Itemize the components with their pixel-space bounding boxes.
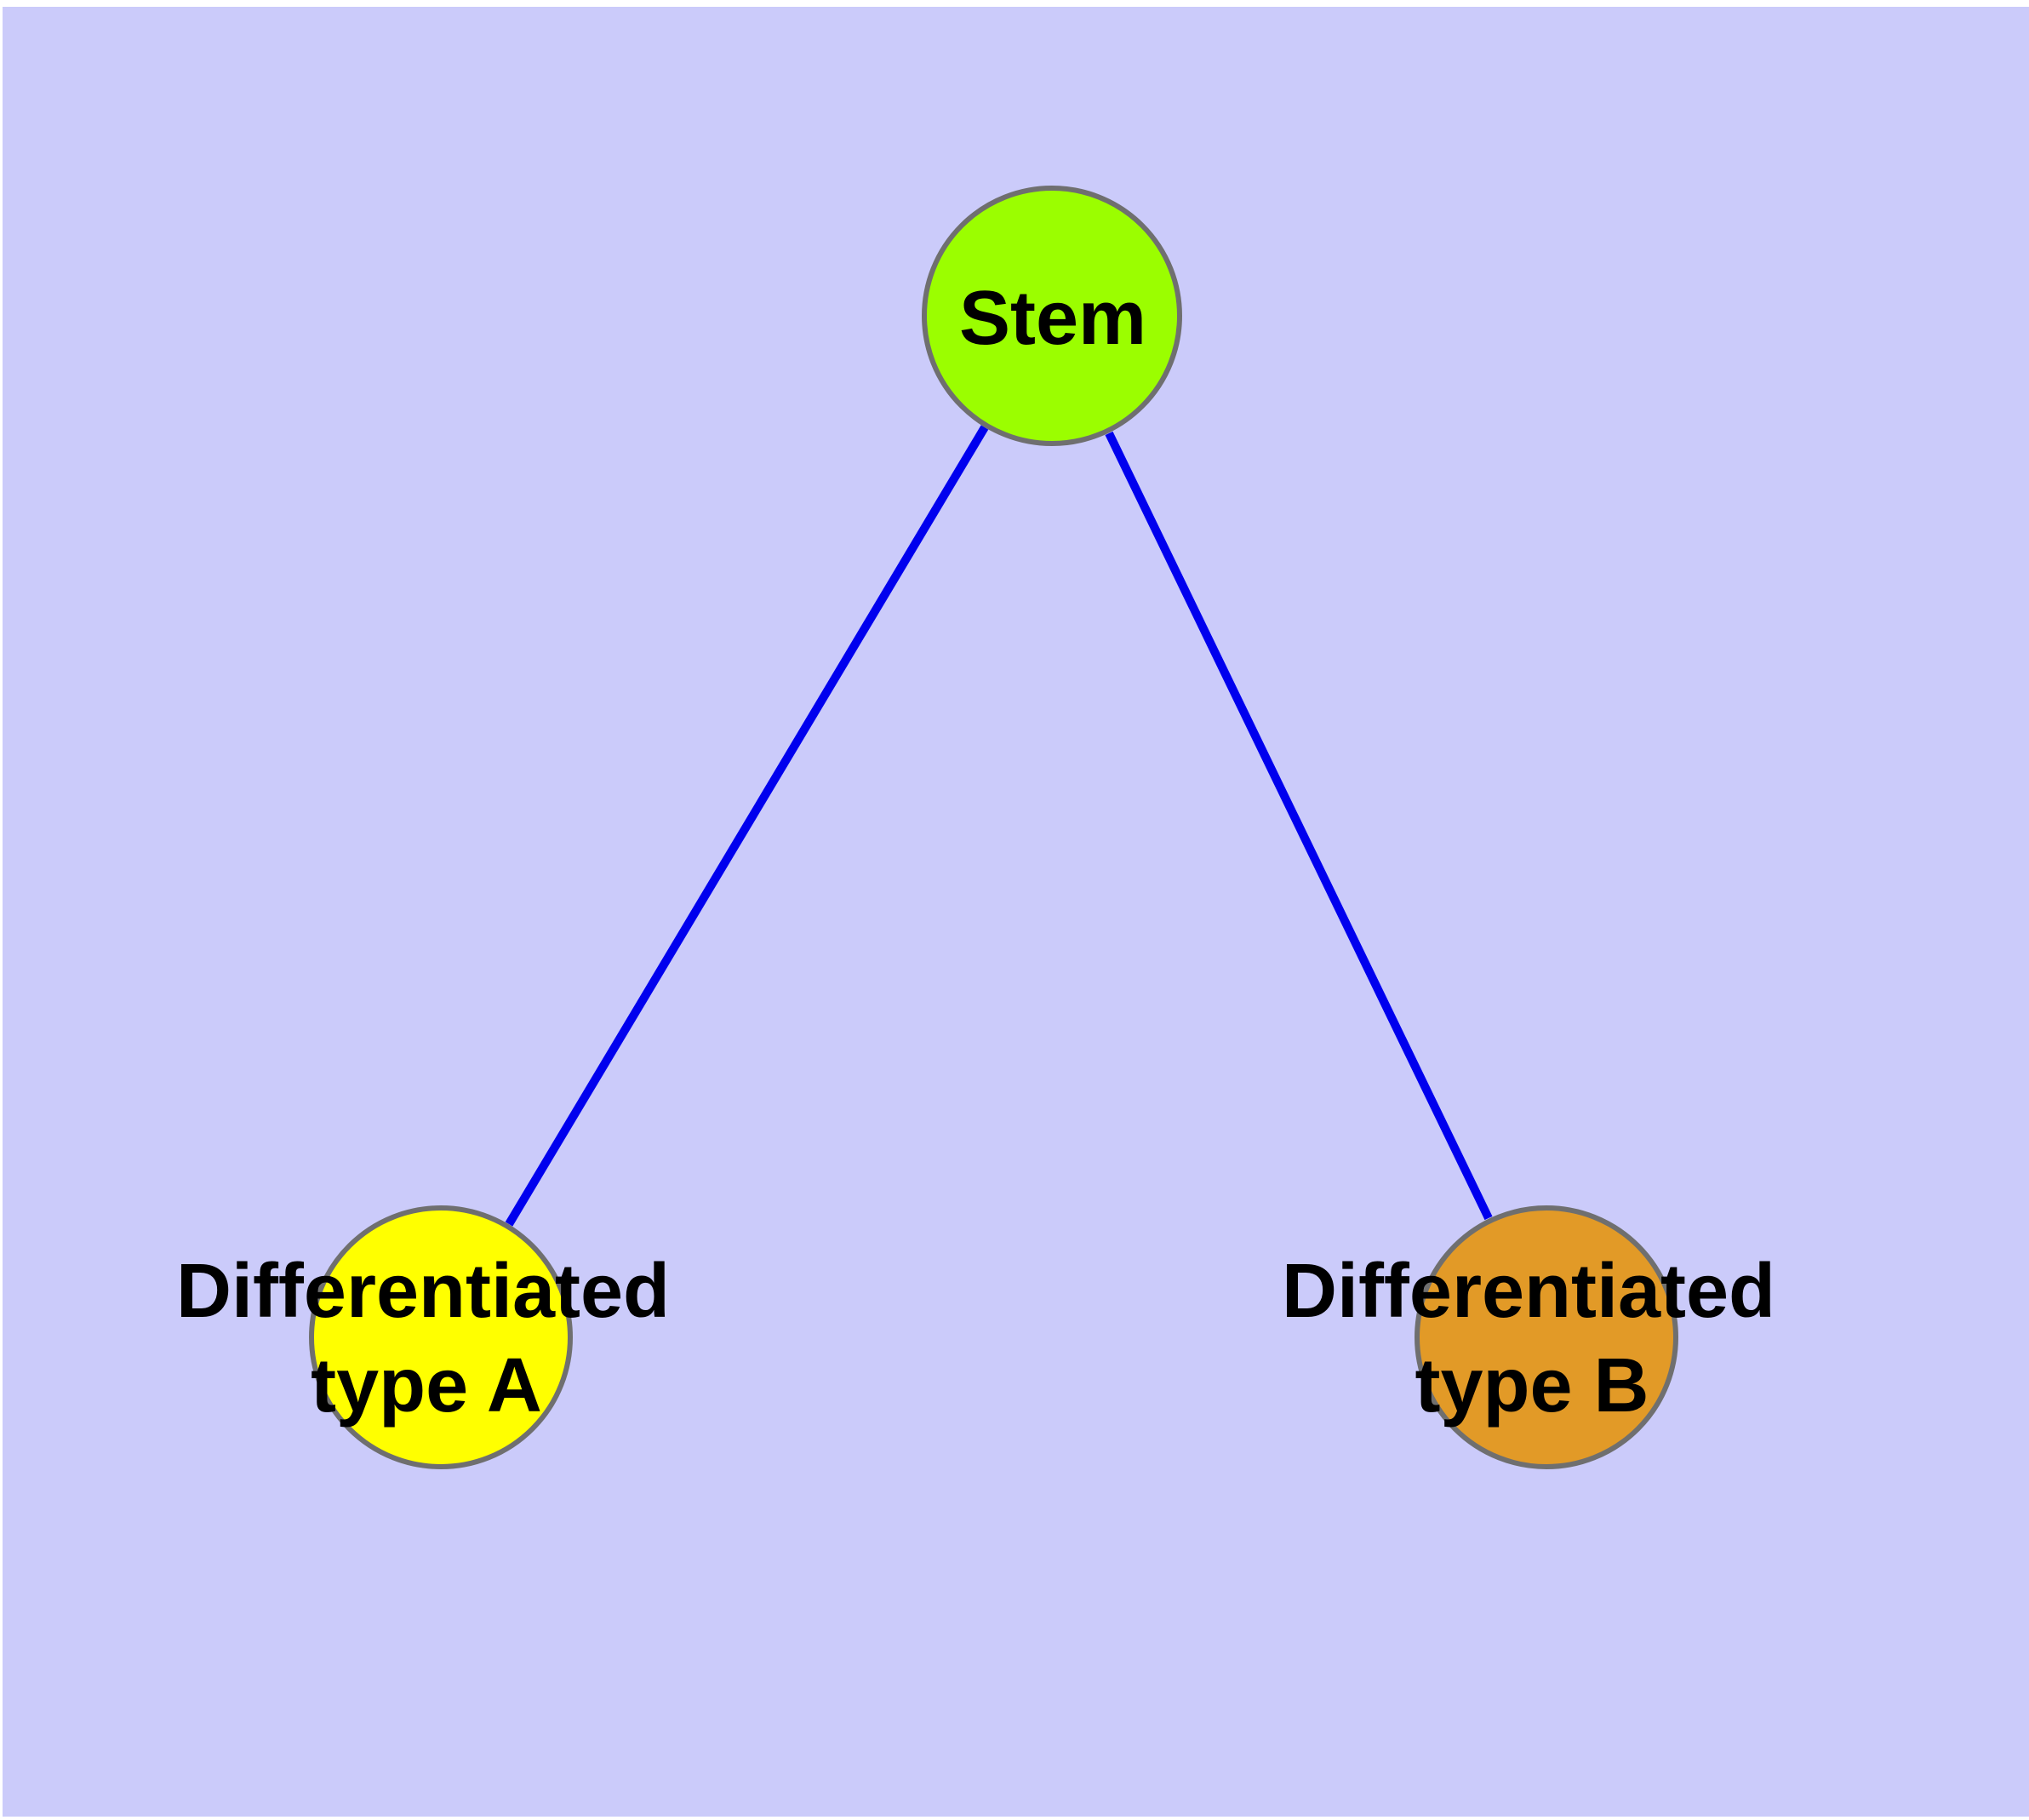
node-stem-circle	[922, 186, 1182, 446]
node-differentiated-type-a-label-line2: type A	[311, 1343, 542, 1428]
node-differentiated-type-b-label-line2: type B	[1415, 1343, 1649, 1428]
node-stem-label: Stem	[959, 276, 1146, 361]
node-differentiated-type-b-label-line1: Differentiated	[1282, 1249, 1775, 1334]
node-differentiated-type-b-circle	[1415, 1205, 1678, 1469]
node-differentiated-type-a-label-line1: Differentiated	[176, 1249, 670, 1334]
node-differentiated-type-a-circle	[309, 1205, 573, 1469]
edge-stem-to-type-b	[1105, 431, 1493, 1221]
edge-stem-to-type-a	[505, 425, 989, 1227]
